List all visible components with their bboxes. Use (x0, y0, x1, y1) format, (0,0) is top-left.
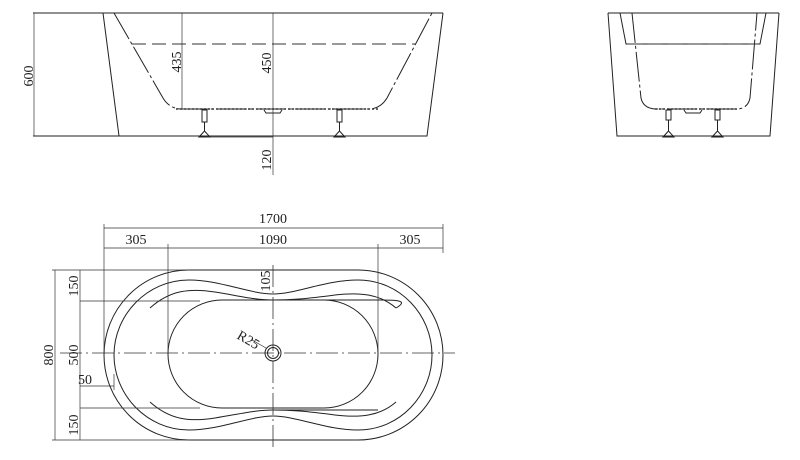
end-drain (683, 109, 703, 114)
end-outer-shell (607, 12, 780, 137)
dim-1700-label: 1700 (259, 212, 287, 227)
leg-left (197, 109, 212, 138)
dim-1090-label: 1090 (259, 233, 287, 248)
dim-435-label: 435 (170, 52, 185, 73)
inner-rim-peanut (113, 279, 433, 431)
dim-305-right-label: 305 (400, 233, 421, 248)
end-leg-left (661, 109, 676, 138)
end-view (607, 12, 780, 138)
side-view: 600 435 450 120 (22, 12, 444, 175)
dim-r25-label: R25 (234, 328, 262, 353)
inner-ledge-top (149, 289, 402, 309)
drain-outer (264, 344, 282, 362)
end-inner-basin (631, 12, 758, 110)
dim-150-top-label: 150 (67, 276, 82, 297)
outer-rim (103, 269, 444, 441)
end-rim (619, 12, 767, 45)
dim-120-label: 120 (260, 150, 275, 171)
inner-ledge-bottom (149, 401, 378, 421)
drain-inner (267, 347, 279, 359)
r25-leader (251, 339, 267, 349)
dim-105-label: 105 (259, 271, 274, 292)
dim-500-label: 500 (67, 345, 82, 366)
dim-450-label: 450 (260, 53, 275, 74)
dim-600-label: 600 (22, 66, 37, 87)
dim-50-label: 50 (78, 373, 92, 388)
inner-basin (113, 12, 433, 110)
dim-150-bottom-label: 150 (67, 415, 82, 436)
dim-305-left-label: 305 (126, 233, 147, 248)
dim-800-label: 800 (42, 345, 57, 366)
end-leg-right (710, 109, 725, 138)
leg-right (332, 109, 347, 138)
top-view: R25 105 1700 305 1090 305 800 150 500 15… (42, 212, 455, 448)
